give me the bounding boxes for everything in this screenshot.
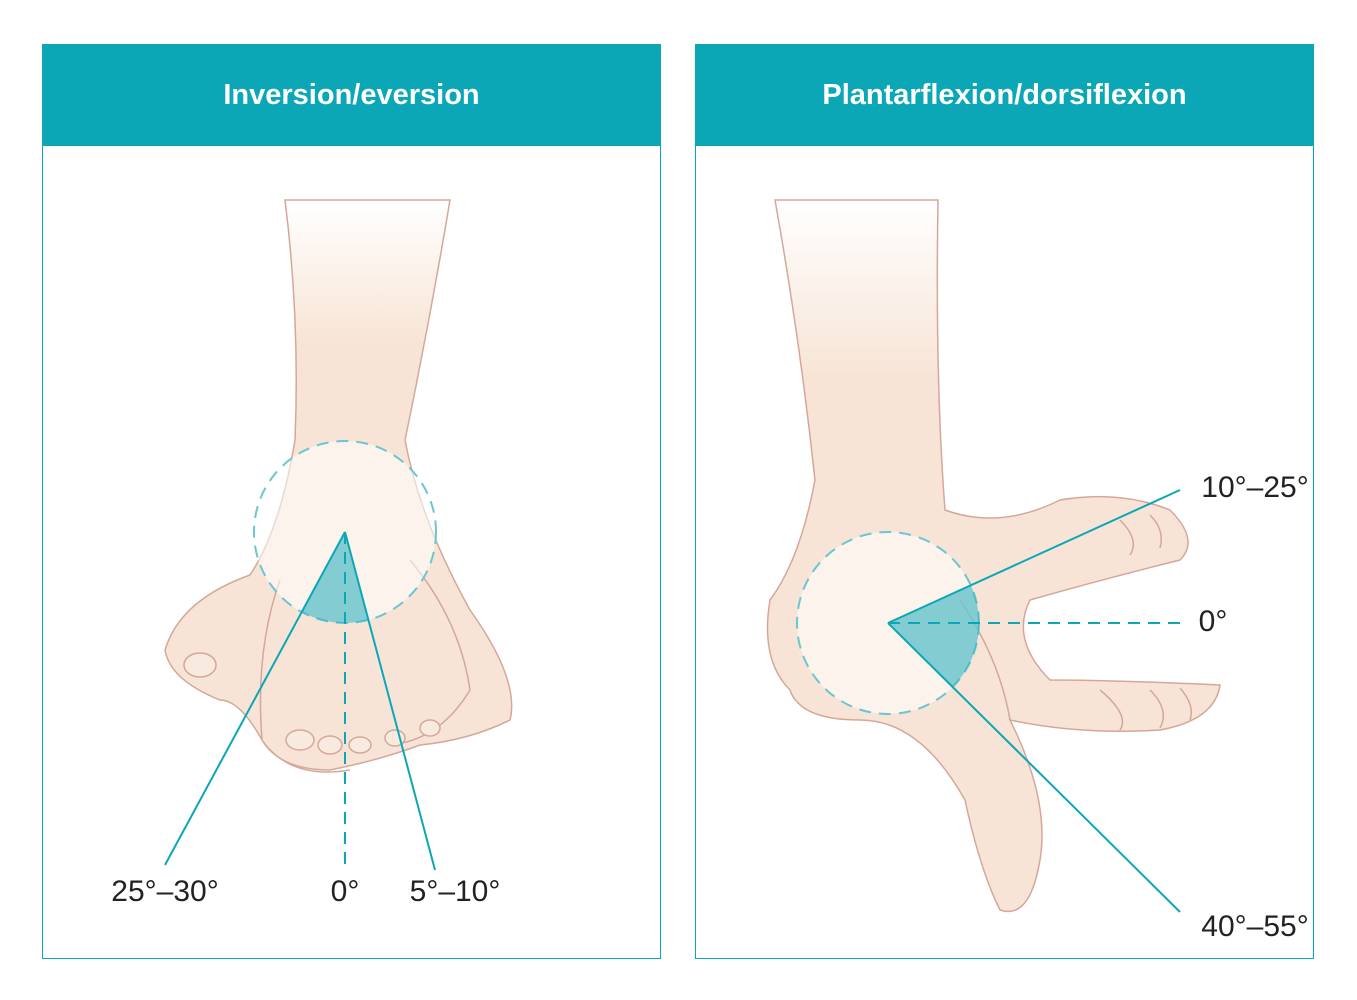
inversion-line <box>164 531 346 866</box>
side-foot-illustration <box>766 199 1221 913</box>
neutral-label: 0° <box>330 875 360 908</box>
inversion-range-label: 25°–30° <box>111 875 219 908</box>
eversion-line <box>344 531 436 871</box>
dorsiflexion-line <box>887 489 1181 624</box>
dorsiflexion-range-label: 10°–25° <box>1201 471 1309 504</box>
plantarflexion-range-label: 40°–55° <box>1201 910 1309 943</box>
panel-title: Inversion/eversion <box>43 45 660 146</box>
plantarflexion-line <box>887 622 1181 913</box>
eversion-range-label: 5°–10° <box>409 875 501 908</box>
panel-title: Plantarflexion/dorsiflexion <box>696 45 1313 146</box>
inversion-eversion-panel: Inversion/eversion <box>42 44 661 959</box>
range-wedge <box>888 585 979 687</box>
neutral-label: 0° <box>1198 605 1228 638</box>
range-wedge <box>301 532 369 623</box>
